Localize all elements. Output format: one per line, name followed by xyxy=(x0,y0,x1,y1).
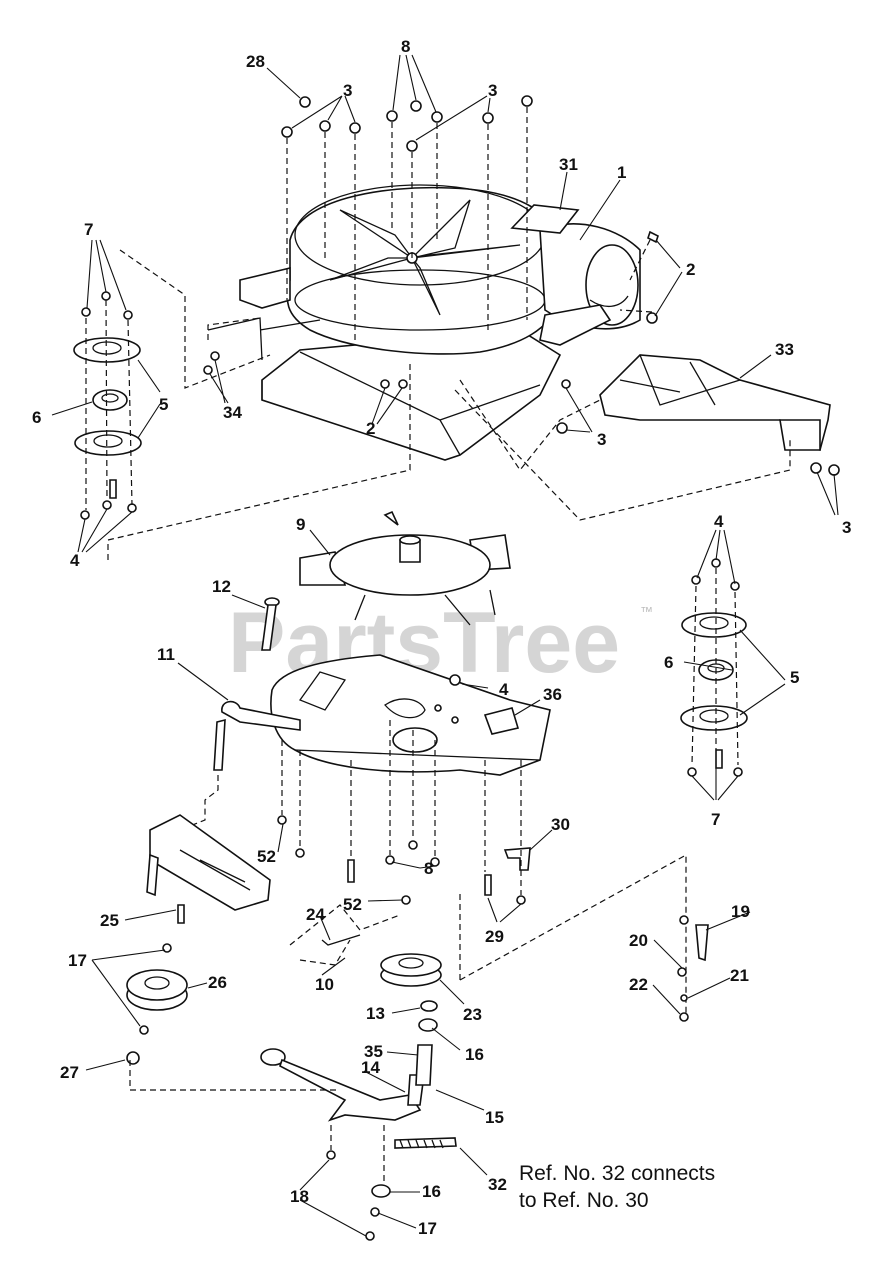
reference-note: Ref. No. 32 connects to Ref. No. 30 xyxy=(519,1160,779,1214)
callout-6: 6 xyxy=(664,653,673,672)
callout-6: 6 xyxy=(32,408,41,427)
reference-note-line-2: to Ref. No. 30 xyxy=(519,1189,649,1212)
fan-assembly xyxy=(299,510,511,626)
callout-30: 30 xyxy=(551,815,570,834)
callout-34: 34 xyxy=(223,403,242,422)
left-bearing-stack xyxy=(73,291,142,520)
callout-23: 23 xyxy=(463,1005,482,1024)
callout-3: 3 xyxy=(488,81,497,100)
callout-2: 2 xyxy=(366,419,375,438)
callout-20: 20 xyxy=(629,931,648,950)
callout-15: 15 xyxy=(485,1108,504,1127)
idler-lever xyxy=(129,1000,457,1241)
top-hardware xyxy=(203,95,840,476)
middle-hardware xyxy=(277,720,531,905)
bolt-12 xyxy=(261,597,280,651)
idler-bracket xyxy=(146,814,271,911)
callout-19: 19 xyxy=(731,902,750,921)
callout-52: 52 xyxy=(257,847,276,866)
blower-housing xyxy=(207,184,641,461)
callout-labels: 28 8 3 3 31 1 2 33 7 6 5 34 2 3 3 4 9 4 … xyxy=(32,37,851,1238)
pulley-26 xyxy=(126,904,188,1065)
callout-16: 16 xyxy=(422,1182,441,1201)
callout-1: 1 xyxy=(617,163,626,182)
callout-17: 17 xyxy=(418,1219,437,1238)
callout-3: 3 xyxy=(597,430,606,449)
pulley-23 xyxy=(289,853,687,1020)
callout-11: 11 xyxy=(157,645,175,664)
chute-extension xyxy=(599,354,831,451)
callout-3: 3 xyxy=(842,518,851,537)
callout-21: 21 xyxy=(730,966,749,985)
callout-5: 5 xyxy=(790,668,799,687)
callout-4: 4 xyxy=(499,680,509,699)
callout-4: 4 xyxy=(70,551,80,570)
callout-33: 33 xyxy=(775,340,794,359)
callout-3: 3 xyxy=(343,81,352,100)
callout-25: 25 xyxy=(100,911,119,930)
callout-22: 22 xyxy=(629,975,648,994)
leader-lines xyxy=(51,54,839,1237)
callout-36: 36 xyxy=(543,685,562,704)
watermark-trademark: ™ xyxy=(640,604,653,619)
callout-24: 24 xyxy=(306,905,325,924)
top-assembly-lines xyxy=(107,107,791,560)
callout-10: 10 xyxy=(315,975,334,994)
spring-clip-parts xyxy=(677,915,709,1022)
callout-14: 14 xyxy=(361,1058,380,1077)
callout-17: 17 xyxy=(68,951,87,970)
callout-9: 9 xyxy=(296,515,305,534)
callout-28: 28 xyxy=(246,52,265,71)
callout-31: 31 xyxy=(559,155,578,174)
callout-16: 16 xyxy=(465,1045,484,1064)
callout-27: 27 xyxy=(60,1063,79,1082)
right-bearing-stack xyxy=(680,558,748,777)
callout-35: 35 xyxy=(364,1042,383,1061)
callout-5: 5 xyxy=(159,395,168,414)
callout-8: 8 xyxy=(424,859,433,878)
lower-housing xyxy=(270,654,551,776)
callout-26: 26 xyxy=(208,973,227,992)
callout-13: 13 xyxy=(366,1004,385,1023)
callout-12: 12 xyxy=(212,577,231,596)
callout-2: 2 xyxy=(686,260,695,279)
callout-29: 29 xyxy=(485,927,504,946)
reference-note-line-1: Ref. No. 32 connects xyxy=(519,1162,716,1185)
callout-8: 8 xyxy=(401,37,410,56)
callout-52: 52 xyxy=(343,895,362,914)
callout-4: 4 xyxy=(714,512,724,531)
arm-11 xyxy=(179,700,301,831)
callout-32: 32 xyxy=(488,1175,507,1194)
callout-7: 7 xyxy=(711,810,720,829)
callout-7: 7 xyxy=(84,220,93,239)
callout-18: 18 xyxy=(290,1187,309,1206)
